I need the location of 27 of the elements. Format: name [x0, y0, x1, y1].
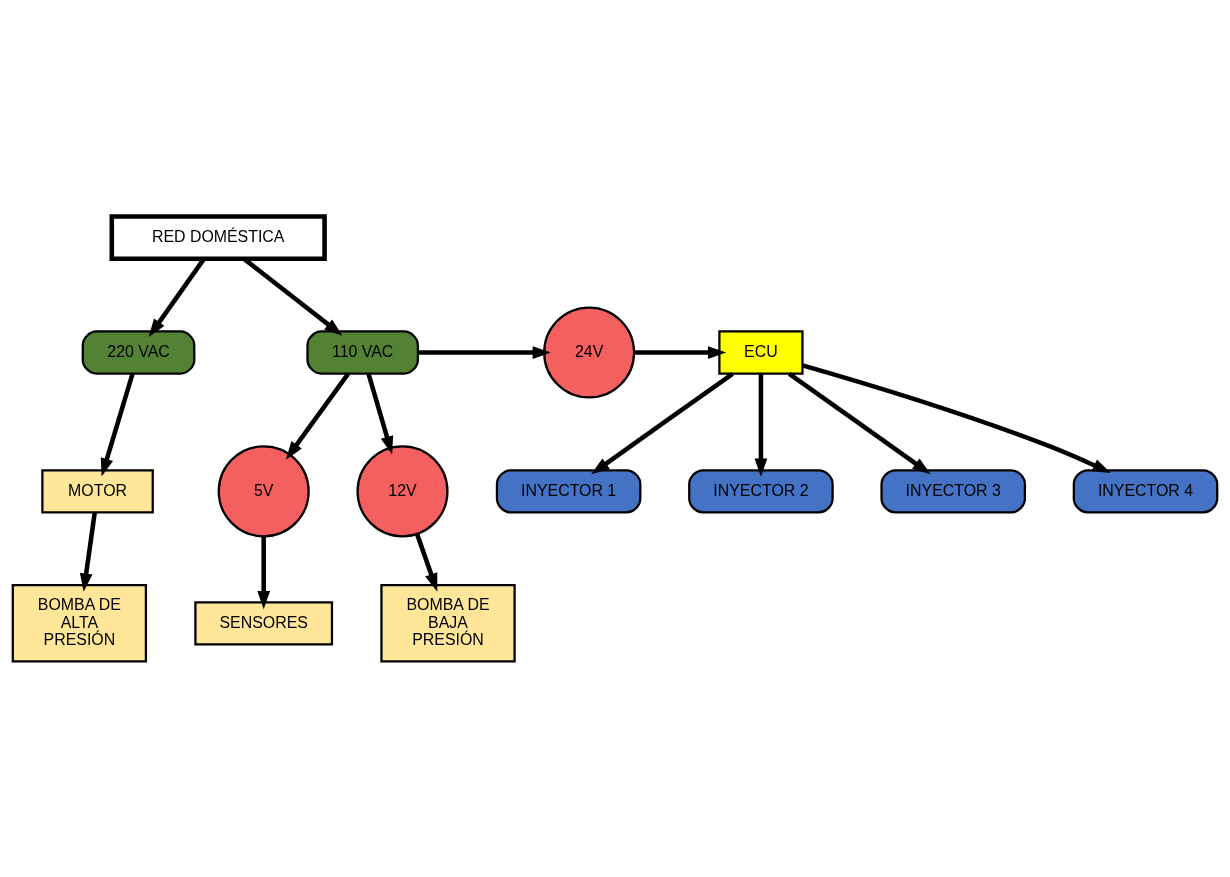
node-circle: 12V — [356, 444, 449, 537]
arrow — [754, 373, 768, 477]
arrow — [417, 345, 551, 359]
arrow — [788, 371, 931, 474]
arrow — [100, 372, 135, 477]
node-box: 220 VAC — [81, 329, 196, 375]
node-circle: 24V — [543, 305, 636, 399]
node-circle: 5V — [217, 444, 310, 537]
arrow — [257, 535, 271, 609]
node-box: BOMBA DE BAJA PRESIÓN — [380, 583, 516, 663]
arrow — [414, 532, 438, 592]
arrow — [591, 371, 734, 474]
node-box: BOMBA DE ALTA PRESIÓN — [11, 583, 148, 663]
node-box: INYECTOR 1 — [495, 468, 642, 514]
arrow — [366, 372, 394, 455]
node-box: RED DOMÉSTICA — [109, 213, 327, 261]
node-box: INYECTOR 4 — [1072, 468, 1219, 514]
node-box: ECU — [718, 329, 804, 375]
arrow — [634, 345, 727, 359]
node-box: 110 VAC — [306, 329, 419, 375]
node-box: INYECTOR 2 — [688, 468, 834, 514]
node-box: INYECTOR 3 — [880, 468, 1027, 514]
node-box: MOTOR — [41, 468, 154, 514]
arrow — [285, 371, 350, 460]
node-box: SENSORES — [194, 600, 334, 645]
arrow — [79, 511, 97, 592]
arrow — [802, 362, 1111, 473]
